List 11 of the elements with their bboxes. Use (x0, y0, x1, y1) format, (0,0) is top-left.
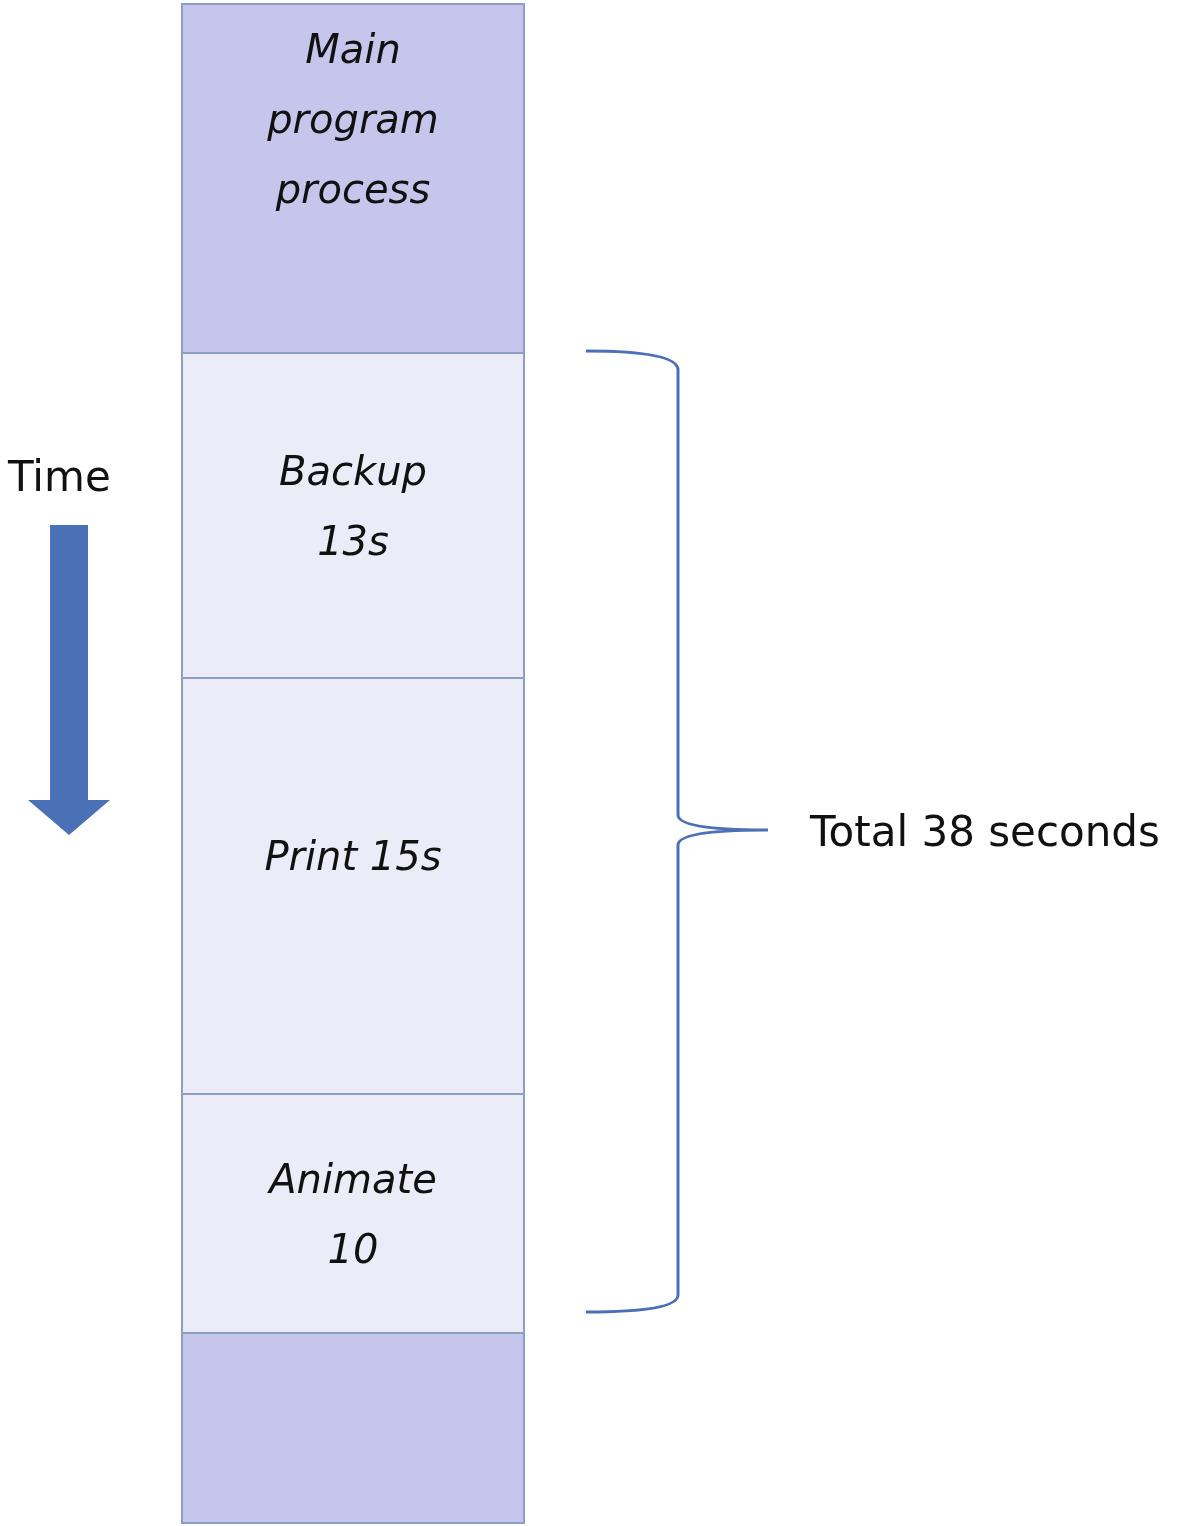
segment-label: Main program process (266, 24, 440, 214)
bracket-label: Total 38 seconds (810, 807, 1160, 856)
process-segment (181, 677, 525, 1095)
segment-label: Animate 10 (266, 1154, 438, 1274)
empty-segment (181, 1332, 525, 1524)
process-segment (181, 1093, 525, 1334)
segment-label: Backup 13s (278, 446, 428, 566)
process-segment (181, 352, 525, 679)
process-segment (181, 3, 525, 354)
segment-label: Print 15s (263, 832, 443, 881)
axis-label: Time (8, 452, 111, 501)
